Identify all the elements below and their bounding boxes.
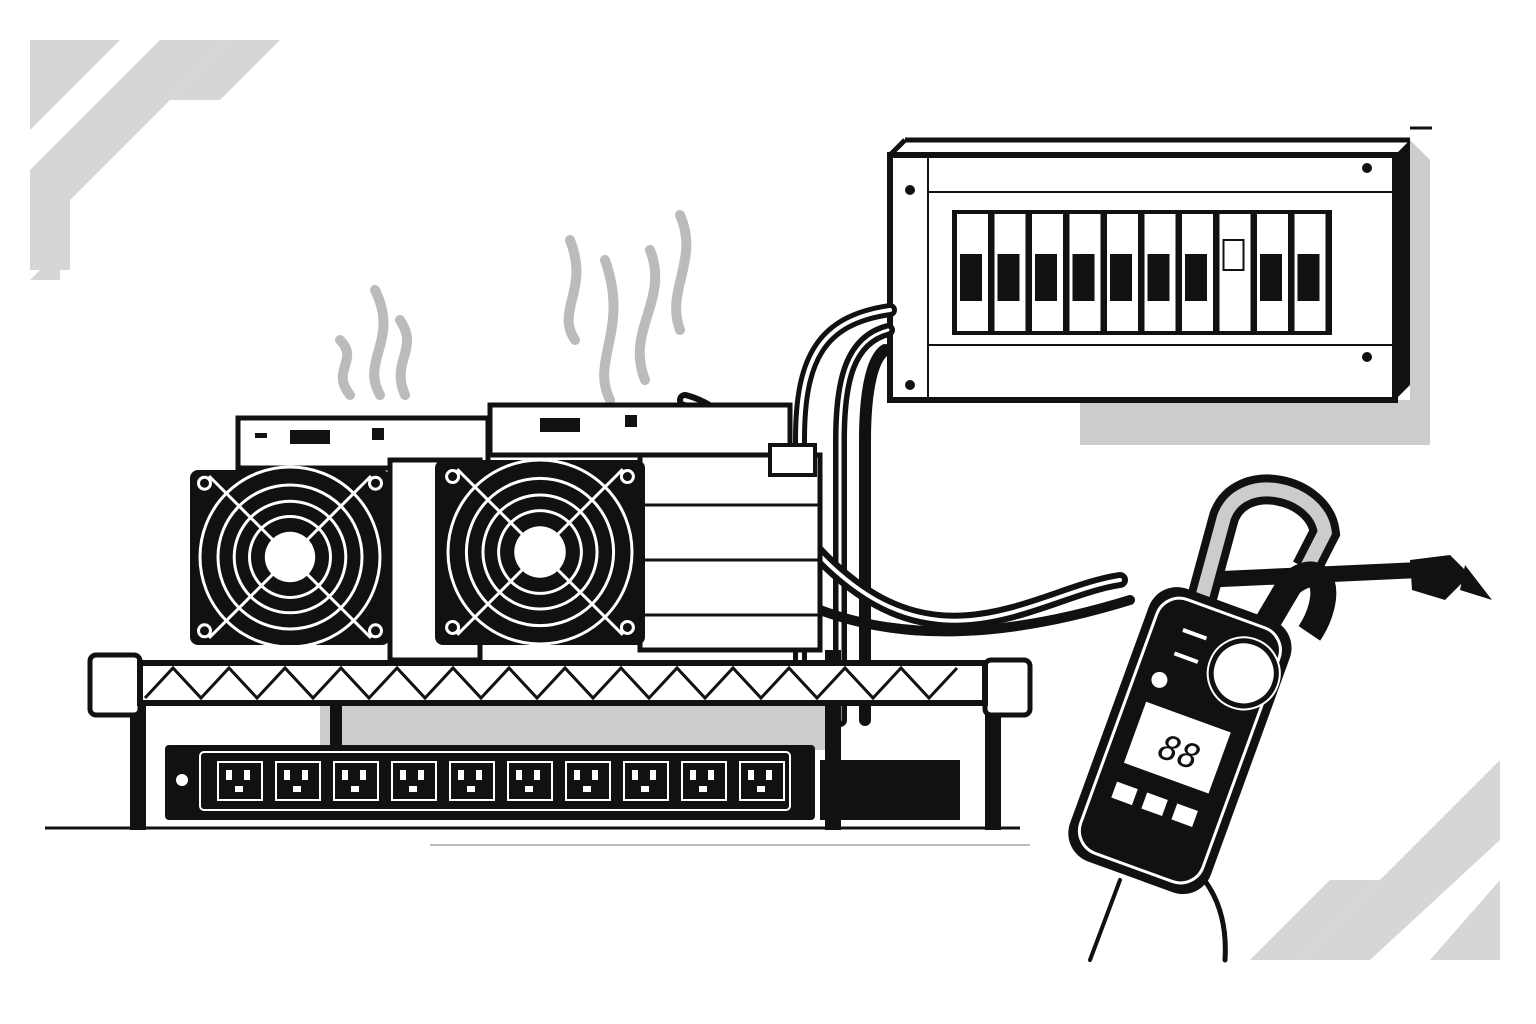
corner-stripes-bottom-right [1250, 760, 1500, 960]
steam-icon [335, 210, 692, 405]
breaker-icon [994, 214, 1026, 331]
floor-line [45, 826, 1030, 846]
breaker-row [957, 214, 1326, 331]
breaker-icon [1219, 214, 1251, 331]
outlet-icon [217, 761, 263, 801]
outlet-icon [449, 761, 495, 801]
shelf-shadow [320, 700, 840, 750]
outlet-icon [333, 761, 379, 801]
breaker-panel-icon [887, 126, 1432, 445]
outlet-icon [739, 761, 785, 801]
outlet-icon [391, 761, 437, 801]
outlet-icon [681, 761, 727, 801]
fan-icon [197, 465, 383, 649]
breaker-icon [1032, 214, 1063, 331]
breaker-icon [1182, 214, 1213, 331]
breaker-icon [1107, 214, 1138, 331]
corner-stripes-top-left [30, 40, 280, 280]
breaker-icon [957, 214, 988, 331]
breaker-icon [1144, 214, 1176, 331]
outlet-icon [565, 761, 611, 801]
wire-shelf-icon [87, 650, 1033, 830]
plug-icon [1410, 555, 1492, 600]
breaker-icon [1257, 214, 1288, 331]
fan-icon [445, 458, 635, 646]
outlet-icon [275, 761, 321, 801]
breaker-icon [1069, 214, 1101, 331]
outlet-icon [507, 761, 553, 801]
clamp-meter-icon: 88 [1068, 474, 1341, 895]
outlet-icon [623, 761, 669, 801]
breaker-icon [1294, 214, 1326, 331]
power-strip-icon [165, 745, 960, 820]
